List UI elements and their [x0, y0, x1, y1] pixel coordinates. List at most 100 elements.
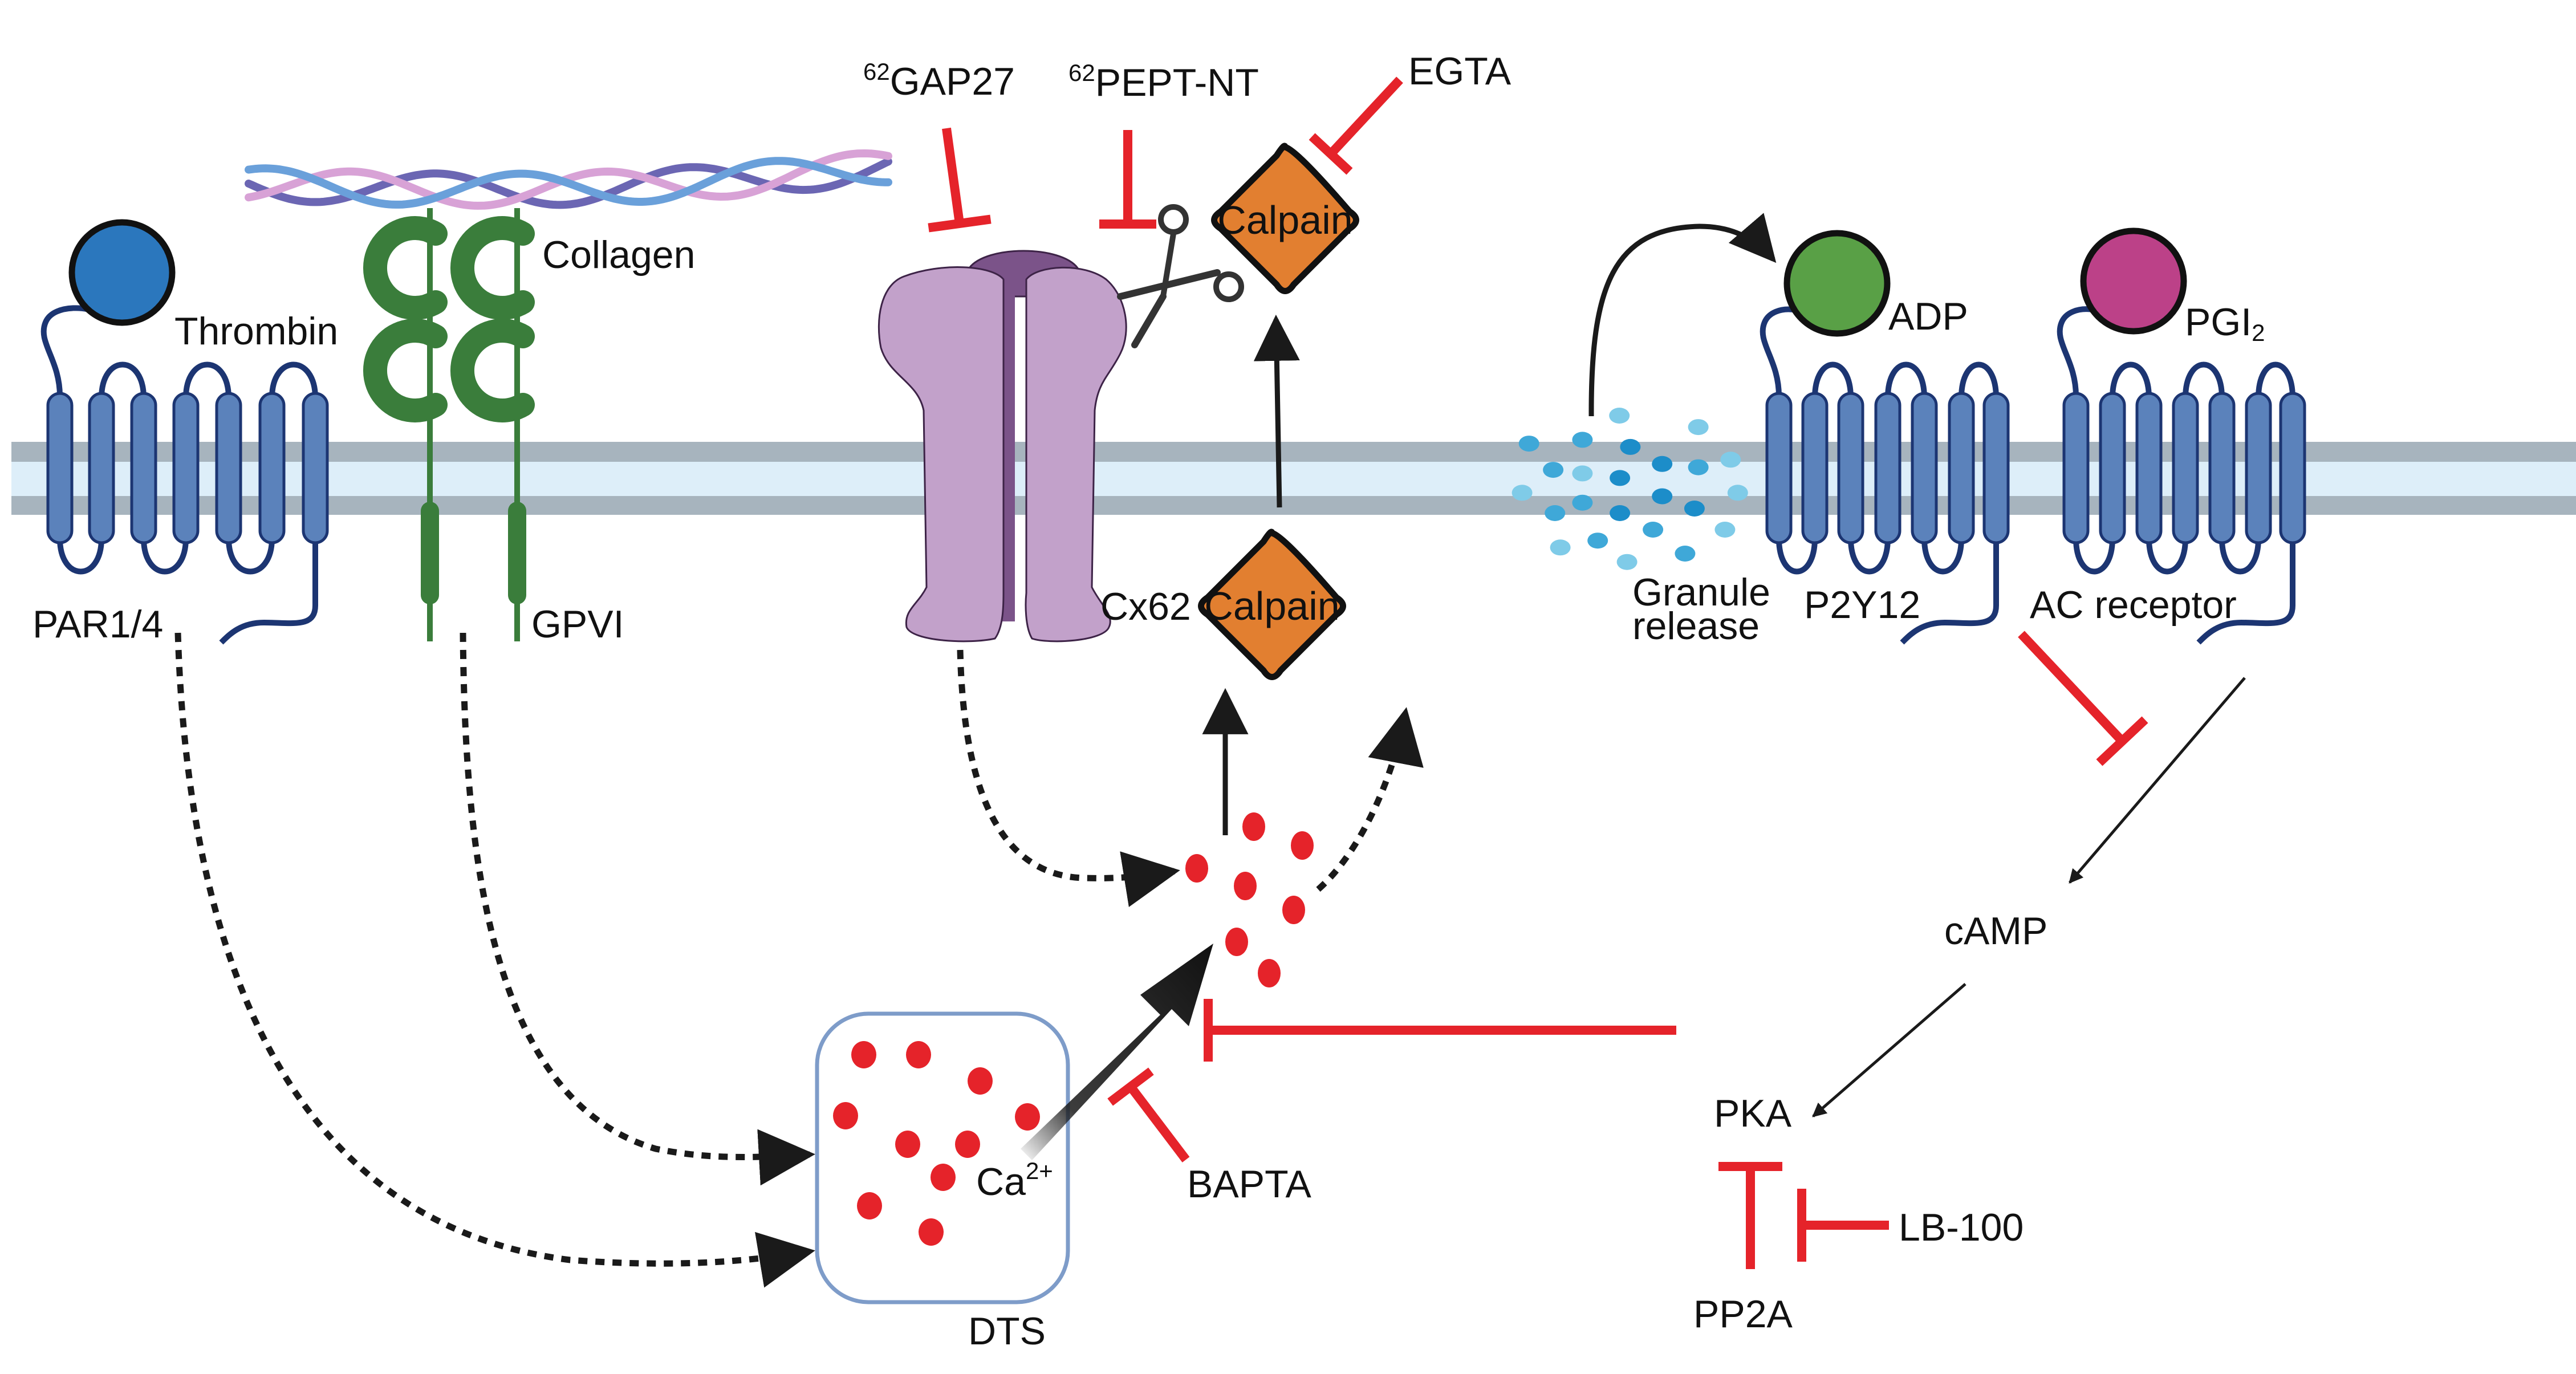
scissor-blade	[1131, 293, 1167, 348]
pgi2-label: PGI2	[2185, 300, 2265, 346]
inhibition-bars	[928, 76, 2148, 1269]
granule	[1587, 532, 1608, 549]
granule-release-line2: release	[1632, 604, 1760, 648]
granule	[1620, 438, 1641, 455]
calpain-label: Calpain	[1204, 584, 1339, 628]
calcium-ion	[1291, 831, 1314, 860]
extracellular-loop	[2110, 361, 2152, 399]
pp2a-label: PP2A	[1693, 1292, 1793, 1336]
arrow-granules-to-adp	[1588, 213, 1777, 417]
granule	[1609, 408, 1630, 424]
dts-calcium-dots	[833, 1041, 1040, 1246]
calcium-ion	[1225, 928, 1248, 956]
extracellular-loop	[269, 361, 318, 399]
par-label: PAR1/4	[32, 603, 163, 646]
thrombin-ligand	[68, 219, 176, 326]
transmembrane-helix	[130, 392, 157, 544]
gap27-label: 62GAP27	[863, 58, 1015, 103]
n-terminus	[40, 305, 97, 397]
granule	[1545, 505, 1566, 521]
calpain-label: Calpain	[1217, 198, 1352, 242]
extracellular-loop	[1812, 361, 1854, 399]
c-terminus	[219, 540, 318, 645]
calcium-label: Ca2+	[976, 1157, 1053, 1204]
transmembrane-helix	[258, 392, 286, 544]
calcium-ion	[1185, 854, 1208, 883]
gap27-inhibition-line	[942, 127, 964, 225]
bapta-inhibition-cap	[1107, 1067, 1154, 1106]
pgi2-main: PGI	[2185, 300, 2252, 344]
dotted-arrow-calcium-to-granules	[1316, 707, 1424, 892]
transmembrane-helix	[1948, 392, 1975, 544]
granule	[1675, 546, 1696, 562]
adp-label: ADP	[1888, 295, 1968, 338]
gap27-superscript: 62	[863, 58, 890, 85]
intracellular-loop	[2146, 538, 2188, 575]
dotted-arrow-cx62-to-calcium	[957, 649, 1180, 907]
p2y12-label: P2Y12	[1804, 583, 1920, 627]
ig-domain	[363, 319, 448, 422]
granule	[1652, 488, 1673, 505]
intracellular-loop	[226, 538, 275, 575]
transmembrane-helix	[172, 392, 200, 544]
arrow-ac-to-camp	[2069, 677, 2246, 884]
p2y12-receptor	[1760, 230, 2010, 645]
granule	[1572, 494, 1593, 511]
calcium-superscript: 2+	[1026, 1157, 1053, 1184]
calpain-top: Calpain	[1211, 143, 1359, 294]
calcium-ion	[1234, 872, 1257, 900]
p2y12-inhibits-camp-line	[2018, 631, 2126, 745]
transmembrane-helix	[2279, 392, 2306, 544]
collagen-strand	[245, 157, 892, 209]
granule-release-line1: Granule	[1632, 571, 1770, 614]
intracellular-loop	[141, 538, 189, 575]
granule	[1550, 539, 1571, 556]
extracellular-loop	[1959, 361, 1999, 399]
channel-left-subunit	[877, 266, 1005, 643]
intracellular-loop	[2073, 538, 2115, 575]
big-arrow-calcium-release	[1021, 944, 1213, 1160]
ig-domain	[450, 216, 535, 320]
extracellular-loop	[183, 361, 231, 399]
granule	[1688, 419, 1709, 436]
lb-100-label: LB-100	[1899, 1206, 2024, 1249]
dts-label: DTS	[968, 1310, 1046, 1353]
calpain-bottom: Calpain	[1198, 529, 1346, 680]
calcium-ion	[906, 1041, 931, 1068]
calcium-ion	[895, 1131, 920, 1158]
calcium-ion	[851, 1041, 876, 1068]
pgi2-subscript: 2	[2252, 319, 2265, 346]
ac-receptor-label: AC receptor	[2030, 583, 2237, 627]
calcium-main: Ca	[976, 1160, 1026, 1204]
calcium-ion	[931, 1164, 956, 1191]
scissor-blade	[1117, 269, 1221, 300]
collagen-fiber	[245, 149, 892, 210]
transmembrane-helix	[46, 392, 74, 544]
transmembrane-helix	[302, 392, 329, 544]
extracellular-loop	[99, 361, 147, 399]
pgi2-ligand	[2080, 227, 2187, 335]
dotted-arrow-par-to-dts	[174, 632, 815, 1288]
c-terminus	[2196, 540, 2295, 645]
gap27-inhibition-cap	[928, 214, 992, 233]
pka-label: PKA	[1714, 1092, 1792, 1135]
cx62-label: Cx62	[1100, 585, 1191, 628]
granule-cluster	[1512, 408, 1748, 570]
calcium-ion	[833, 1102, 858, 1129]
granule	[1688, 459, 1709, 475]
camp-label: cAMP	[1944, 909, 2047, 953]
cx62-channel	[877, 250, 1127, 643]
transmembrane-helix	[2208, 392, 2236, 544]
scissor-handle	[1160, 233, 1176, 297]
transmembrane-helix	[88, 392, 115, 544]
transmembrane-helix	[2172, 392, 2199, 544]
granule	[1610, 470, 1631, 486]
transmembrane-helix	[2135, 392, 2163, 544]
extracellular-loop	[1885, 361, 1927, 399]
labels: Thrombin PAR1/4 Collagen GPVI 62GAP27 62…	[32, 50, 2265, 1353]
granule	[1652, 456, 1673, 472]
granule	[1512, 485, 1533, 501]
transmembrane-helix	[2062, 392, 2090, 544]
calcium-ion	[1282, 896, 1305, 924]
granule	[1616, 554, 1638, 570]
